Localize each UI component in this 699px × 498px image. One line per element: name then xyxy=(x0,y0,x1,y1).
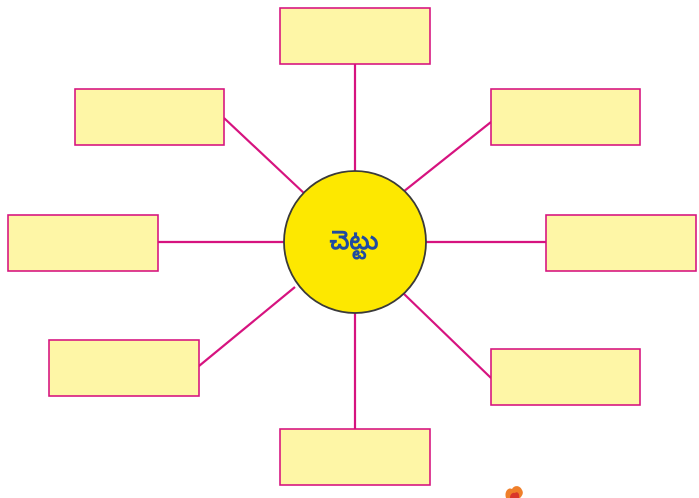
connector-upper-left xyxy=(224,118,306,195)
answer-box-bottom[interactable] xyxy=(280,429,430,485)
answer-box-upper-left[interactable] xyxy=(75,89,224,145)
answer-box-lower-right[interactable] xyxy=(491,349,640,405)
answer-box-right[interactable] xyxy=(546,215,696,271)
answer-box-upper-right[interactable] xyxy=(491,89,640,145)
answer-box-left[interactable] xyxy=(8,215,158,271)
connector-upper-right xyxy=(403,122,491,192)
center-circle xyxy=(284,171,426,313)
connector-lower-right xyxy=(403,293,491,378)
partial-heart-mark xyxy=(502,484,528,498)
answer-box-lower-left[interactable] xyxy=(49,340,199,396)
answer-box-top[interactable] xyxy=(280,8,430,64)
connector-lower-left xyxy=(199,287,295,366)
